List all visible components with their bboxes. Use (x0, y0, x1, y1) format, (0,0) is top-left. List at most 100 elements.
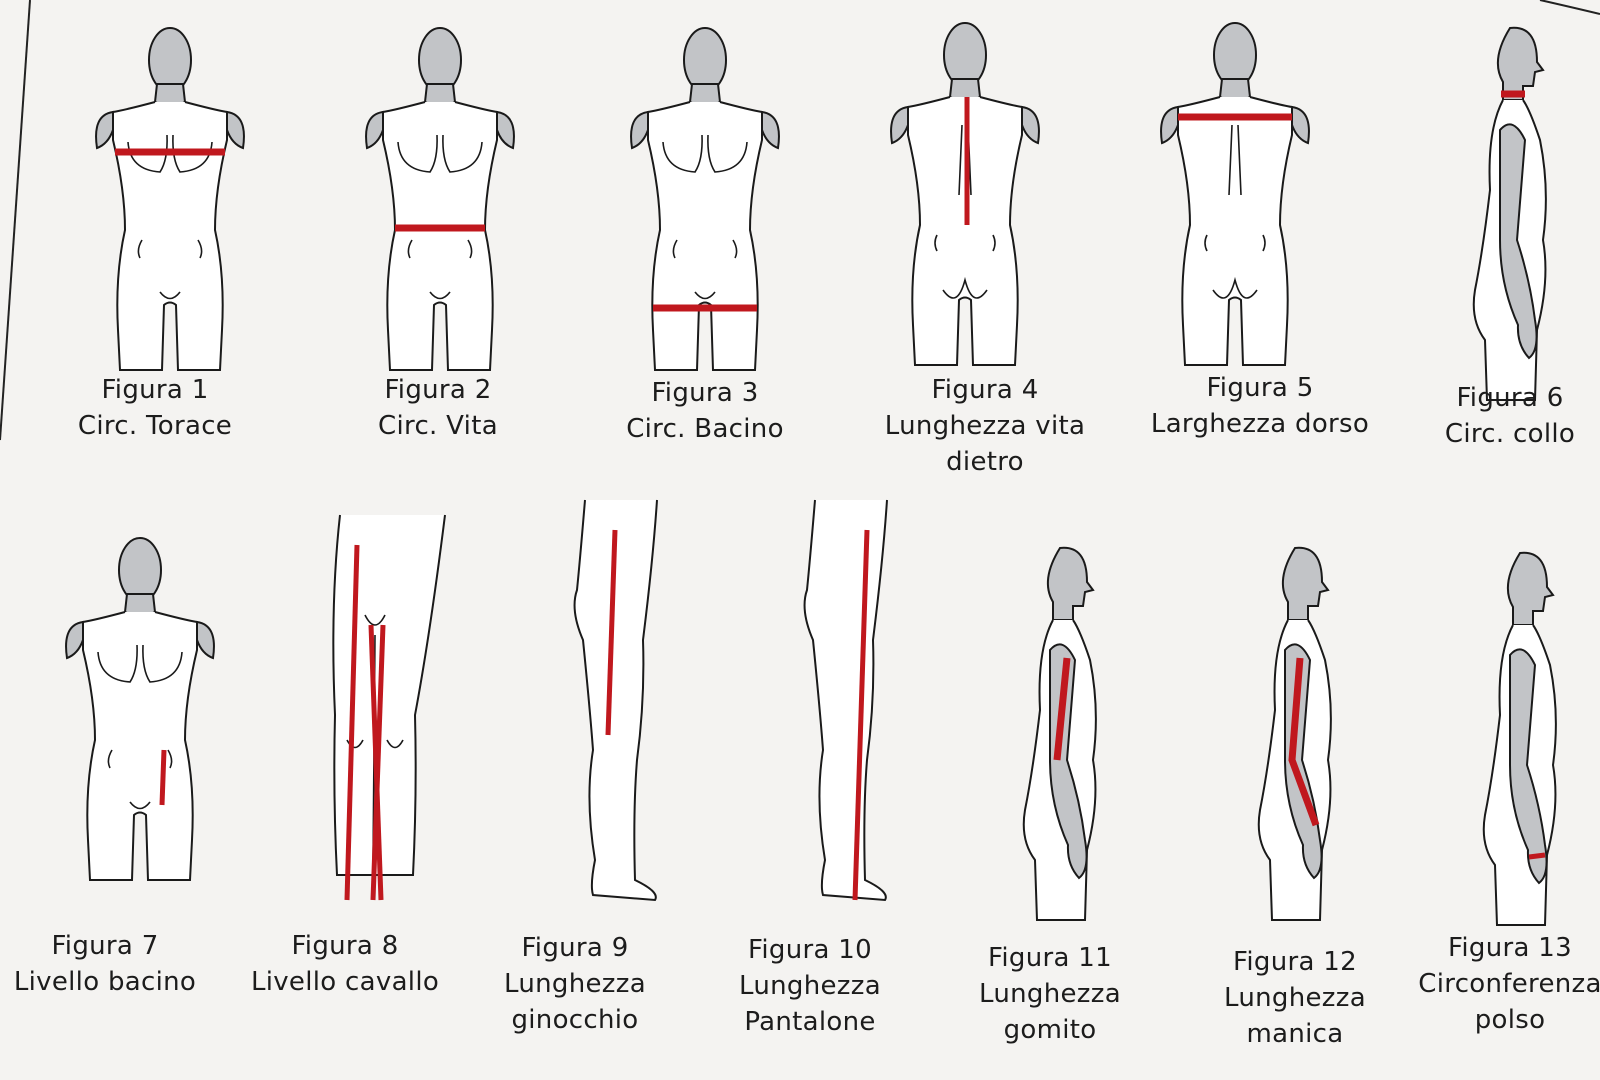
figure-caption-line: Circ. Torace (35, 408, 275, 444)
figure-6-drawing (1410, 15, 1600, 380)
figure-4-drawing (860, 10, 1080, 372)
figure-1 (65, 15, 285, 372)
torso-outline (648, 102, 762, 370)
measure-line-hip-level (162, 750, 164, 805)
figure-caption-line: Lunghezza (930, 976, 1170, 1012)
figure-10 (730, 500, 950, 932)
figure-label: Figura 6 (1390, 380, 1600, 416)
figure-3-drawing (600, 15, 820, 375)
mannequin-head-profile (1498, 28, 1543, 100)
mannequin-head (684, 28, 726, 92)
figure-6 (1410, 15, 1600, 380)
figure-caption-line: Lunghezza (690, 968, 930, 1004)
shoulder-cap-right (1292, 107, 1309, 143)
figure-1-caption: Figura 1Circ. Torace (35, 372, 275, 444)
figure-label: Figura 4 (865, 372, 1105, 408)
figure-11-drawing (960, 535, 1180, 940)
figure-7 (35, 525, 255, 928)
figure-13 (1420, 540, 1600, 930)
figure-label: Figura 12 (1175, 944, 1415, 980)
shoulder-cap-left (366, 112, 383, 148)
figure-caption-line: polso (1390, 1002, 1600, 1038)
page-corner-curl (1540, 0, 1600, 14)
figure-label: Figura 3 (585, 375, 825, 411)
figure-9 (500, 500, 720, 930)
figure-8-drawing (270, 515, 490, 928)
figure-6-caption: Figura 6Circ. collo (1390, 380, 1600, 452)
figure-label: Figura 9 (455, 930, 695, 966)
figure-11 (960, 535, 1180, 940)
shoulder-cap-left (1161, 107, 1178, 143)
figure-7-caption: Figura 7Livello bacino (0, 928, 225, 1000)
figure-2-drawing (335, 15, 555, 372)
figure-4 (860, 10, 1080, 372)
figure-13-drawing (1420, 540, 1600, 930)
figure-caption-line: ginocchio (455, 1002, 695, 1038)
figure-7-drawing (35, 525, 255, 928)
figure-caption-line: Lunghezza (1175, 980, 1415, 1016)
shoulder-cap-left (631, 112, 648, 148)
figure-label: Figura 5 (1140, 370, 1380, 406)
shoulder-cap-left (66, 622, 83, 658)
mannequin-head-profile (1508, 553, 1553, 625)
figure-12-drawing (1195, 535, 1415, 944)
figure-caption-line: Circ. Bacino (585, 411, 825, 447)
figure-label: Figura 13 (1390, 930, 1600, 966)
figure-2 (335, 15, 555, 372)
leg-side-outline (805, 500, 887, 900)
figure-caption-line: Lunghezza vita (865, 408, 1105, 444)
shoulder-cap-left (96, 112, 113, 148)
figure-12 (1195, 535, 1415, 944)
torso-outline (83, 612, 197, 880)
measure-line-wrist-circumference (1529, 855, 1545, 857)
figure-3-caption: Figura 3Circ. Bacino (585, 375, 825, 447)
figure-10-drawing (730, 500, 950, 932)
shoulder-cap-right (762, 112, 779, 148)
figure-11-caption: Figura 11Lunghezzagomito (930, 940, 1170, 1048)
mannequin-head (119, 538, 161, 602)
mannequin-head (1214, 23, 1256, 87)
shoulder-cap-left (891, 107, 908, 143)
mannequin-head-profile (1283, 548, 1328, 620)
shoulder-cap-right (1022, 107, 1039, 143)
figure-5 (1130, 10, 1350, 370)
figure-label: Figura 8 (225, 928, 465, 964)
figure-caption-line: Circ. collo (1390, 416, 1600, 452)
figure-caption-line: dietro (865, 444, 1105, 480)
figure-caption-line: manica (1175, 1016, 1415, 1052)
mannequin-head (419, 28, 461, 92)
shoulder-cap-right (497, 112, 514, 148)
torso-outline (383, 102, 497, 370)
figure-label: Figura 1 (35, 372, 275, 408)
figure-5-drawing (1130, 10, 1350, 370)
figure-label: Figura 7 (0, 928, 225, 964)
page-margin-line (0, 0, 30, 440)
figure-caption-line: gomito (930, 1012, 1170, 1048)
torso-outline (1178, 97, 1292, 365)
shoulder-cap-right (197, 622, 214, 658)
mannequin-head (944, 23, 986, 87)
figure-caption-line: Circonferenza (1390, 966, 1600, 1002)
mannequin-head (149, 28, 191, 92)
figure-1-drawing (65, 15, 285, 372)
figure-caption-line: Circ. Vita (318, 408, 558, 444)
figure-3 (600, 15, 820, 375)
figure-label: Figura 2 (318, 372, 558, 408)
figure-9-drawing (500, 500, 720, 930)
figure-caption-line: Larghezza dorso (1140, 406, 1380, 442)
figure-9-caption: Figura 9Lunghezzaginocchio (455, 930, 695, 1038)
figure-label: Figura 11 (930, 940, 1170, 976)
figure-8 (270, 515, 490, 928)
figure-caption-line: Livello bacino (0, 964, 225, 1000)
figure-label: Figura 10 (690, 932, 930, 968)
figure-caption-line: Pantalone (690, 1004, 930, 1040)
figure-caption-line: Livello cavallo (225, 964, 465, 1000)
